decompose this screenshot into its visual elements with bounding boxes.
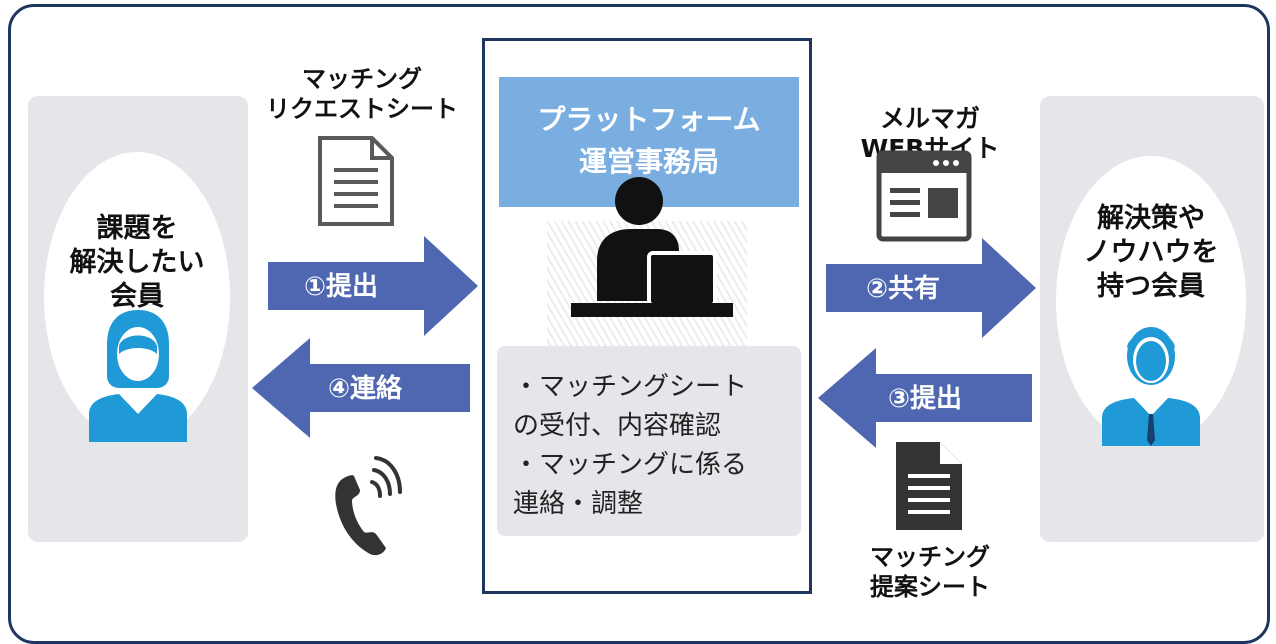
right-member-oval: 解決策や ノウハウを 持つ会員 — [1056, 156, 1246, 446]
document-filled-icon — [896, 442, 962, 530]
task-line: ・マッチングに係る — [513, 450, 748, 480]
left-member-label: 課題を 解決したい 会員 — [69, 213, 205, 312]
proposal-sheet-label: マッチング 提案シート — [870, 543, 990, 601]
browser-window-icon — [876, 150, 972, 242]
right-member-label: 解決策や ノウハウを 持つ会員 — [1083, 203, 1219, 302]
left-member-panel: 課題を 解決したい 会員 — [28, 96, 248, 542]
task-line: の受付、内容確認 — [513, 411, 722, 441]
share-2-label: ②共有 — [866, 274, 941, 304]
submit-1-arrow — [268, 236, 478, 336]
contact-4-arrow — [252, 338, 470, 438]
task-line: ・マッチングシート — [513, 372, 748, 402]
request-sheet-label: マッチング リクエストシート — [266, 65, 458, 123]
right-member-panel: 解決策や ノウハウを 持つ会員 — [1040, 96, 1264, 542]
contact-4-label: ④連絡 — [328, 374, 403, 404]
task-line: 連絡・調整 — [513, 489, 644, 519]
submit-3-arrow — [818, 348, 1032, 448]
submit-1-label: ①提出 — [304, 272, 379, 302]
person-at-laptop-icon — [571, 177, 733, 317]
submit-3-label: ③提出 — [888, 384, 963, 414]
left-member-oval: 課題を 解決したい 会員 — [44, 152, 230, 442]
secretariat-box: プラットフォーム 運営事務局 ・マッチングシート の受付、内容確認 ・マッチング… — [482, 38, 812, 594]
female-person-icon — [89, 310, 187, 442]
share-2-arrow — [826, 238, 1036, 338]
secretariat-tasks: ・マッチングシート の受付、内容確認 ・マッチングに係る 連絡・調整 — [497, 346, 801, 536]
phone-icon — [335, 456, 402, 556]
male-person-icon — [1102, 327, 1200, 446]
document-icon — [318, 136, 394, 226]
